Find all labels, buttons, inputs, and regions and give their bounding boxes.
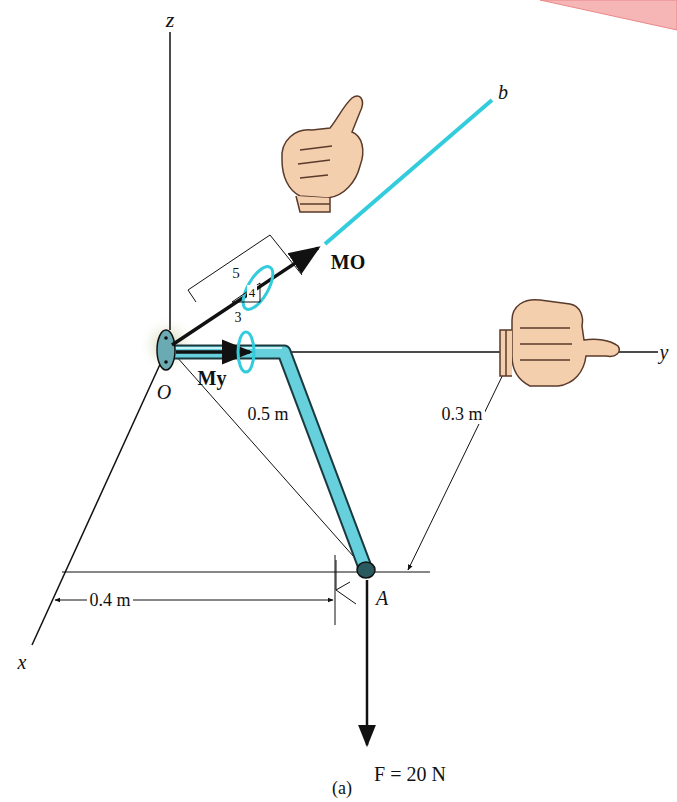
figure-label: (a) <box>330 778 354 798</box>
pipe-highlight <box>172 347 282 349</box>
dimension-line <box>176 356 362 566</box>
right-hand <box>500 300 619 386</box>
slide-corner <box>540 0 677 30</box>
right-hand <box>282 96 363 212</box>
axis-label: b <box>496 81 510 103</box>
slope-number: 4 <box>247 285 258 300</box>
moment-label: MO <box>329 251 367 273</box>
x-axis <box>32 360 162 645</box>
force-arrow <box>366 580 369 745</box>
slope-triangle <box>232 283 260 302</box>
flange <box>157 330 175 370</box>
moment-label: My <box>196 367 229 389</box>
rotation-arrow <box>238 332 254 372</box>
moment-vector <box>172 248 318 345</box>
dimension-label: 0.4 m <box>87 590 132 610</box>
point-label: A <box>374 587 390 609</box>
rotation-arrow <box>237 262 278 314</box>
axis-label: x <box>16 651 29 673</box>
force-label: F = 20 N <box>372 763 448 785</box>
axis-label: z <box>164 8 177 32</box>
pipe <box>170 352 366 570</box>
dimension-label: 0.5 m <box>245 404 290 424</box>
bolt <box>164 360 168 364</box>
extension-line <box>270 235 302 275</box>
extension-line <box>335 555 336 625</box>
bolt <box>164 336 168 340</box>
point-label: O <box>155 381 173 403</box>
pipe-outline <box>170 352 366 570</box>
pipe-end <box>357 562 375 578</box>
z-axis <box>169 32 171 330</box>
dimension-line <box>188 235 270 290</box>
corner-box <box>336 560 356 604</box>
dimension-label: 0.3 m <box>439 404 484 424</box>
dimension-line <box>408 356 512 570</box>
slope-number: 3 <box>233 310 244 326</box>
slope-number: 5 <box>230 265 242 282</box>
axis-label: y <box>658 341 671 363</box>
extension-line <box>188 290 196 302</box>
